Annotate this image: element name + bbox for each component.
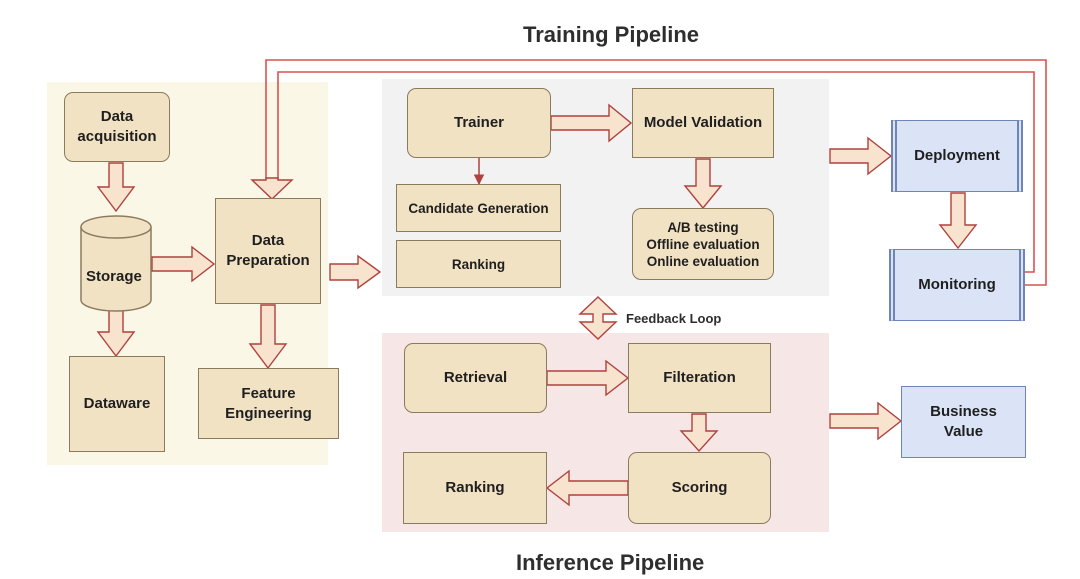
training-pipeline-title: Training Pipeline [523, 22, 700, 47]
arrow-training-to-deployment [829, 136, 893, 176]
arrow-deployment-to-monitoring [938, 192, 978, 250]
retrieval-node: Retrieval [404, 343, 547, 413]
arrow-acquisition-to-storage [96, 162, 136, 213]
storage-cylinder [80, 215, 152, 312]
ranking-training-node: Ranking [396, 240, 561, 288]
arrow-storage-to-dataware [96, 309, 136, 358]
business-value-node: Business Value [901, 386, 1026, 458]
deployment-node: Deployment [891, 120, 1023, 192]
evaluation-node: A/B testing Offline evaluation Online ev… [632, 208, 774, 280]
monitoring-node: Monitoring [889, 249, 1025, 321]
arrow-preparation-to-training [329, 254, 382, 290]
scoring-node: Scoring [628, 452, 771, 524]
data-acquisition-node: Data acquisition [64, 92, 170, 162]
candidate-generation-node: Candidate Generation [396, 184, 561, 232]
dataware-node: Dataware [69, 356, 165, 452]
model-validation-node: Model Validation [632, 88, 774, 158]
arrow-filteration-to-scoring [679, 413, 719, 453]
arrow-trainer-to-validation [550, 103, 633, 143]
arrow-feedback-loop [578, 296, 618, 340]
ranking-inference-node: Ranking [403, 452, 547, 524]
arrow-preparation-to-feature [248, 304, 288, 370]
arrow-inference-to-business-value [829, 401, 903, 441]
feedback-loop-label: Feedback Loop [626, 311, 722, 326]
storage-label: Storage [86, 268, 142, 285]
arrow-validation-to-evaluation [683, 158, 723, 210]
monitoring-feedback-loop [265, 59, 1047, 286]
feature-engineering-node: Feature Engineering [198, 368, 339, 439]
filteration-node: Filteration [628, 343, 771, 413]
arrow-storage-to-preparation [151, 245, 216, 283]
arrow-loop-to-data-preparation [250, 177, 294, 200]
trainer-node: Trainer [407, 88, 551, 158]
arrow-scoring-to-ranking [545, 469, 629, 507]
arrow-retrieval-to-filteration [546, 359, 630, 397]
inference-pipeline-title: Inference Pipeline [516, 550, 705, 575]
data-preparation-node: Data Preparation [215, 198, 321, 304]
